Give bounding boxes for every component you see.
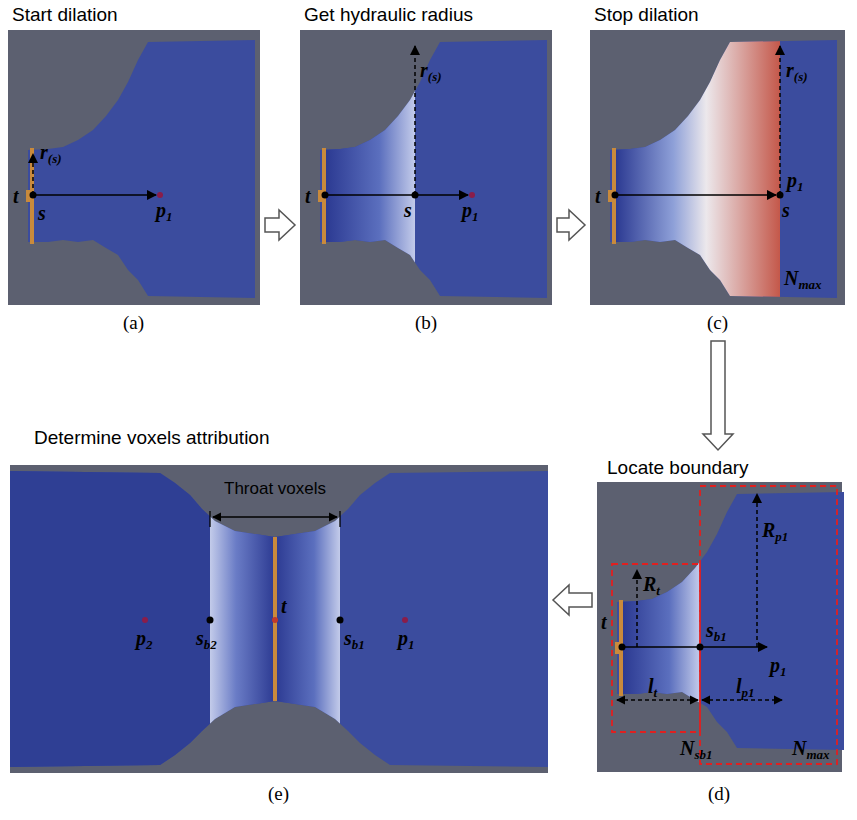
symbol-label: s — [38, 203, 46, 223]
symbol-label: t — [595, 186, 601, 206]
panel-b: Get hydraulic radius (b) — [300, 2, 552, 336]
step-title: Determine voxels attribution — [34, 427, 270, 449]
flow-arrow — [557, 210, 585, 240]
symbol-label: t — [281, 596, 287, 616]
symbol-label: s — [404, 200, 412, 220]
panel-caption: (e) — [268, 783, 289, 805]
symbol-label: Nmax — [784, 268, 822, 291]
step-title: Locate boundary — [607, 457, 749, 479]
step-title: Stop dilation — [594, 4, 699, 26]
panel-e — [10, 465, 548, 773]
flow-arrow — [265, 210, 295, 240]
panel-a — [8, 30, 260, 305]
panel-b — [300, 30, 552, 305]
region-label: Throat voxels — [224, 480, 326, 497]
symbol-label: lt — [648, 676, 657, 699]
panel-caption: (d) — [708, 783, 730, 805]
symbol-label: r(s) — [420, 60, 442, 83]
panel-caption: (c) — [707, 312, 728, 334]
step-title: Get hydraulic radius — [304, 4, 473, 26]
symbol-label: lp1 — [736, 676, 755, 699]
panel-caption: (b) — [415, 312, 437, 334]
symbol-label: p1 — [156, 200, 173, 223]
symbol-label: t — [601, 612, 607, 632]
symbol-label: Nmax — [792, 738, 830, 761]
symbol-label: r(s) — [40, 142, 62, 165]
symbol-label: Rp1 — [762, 520, 788, 543]
symbol-label: t — [305, 186, 311, 206]
symbol-label: t — [13, 186, 19, 206]
symbol-label: p1 — [398, 628, 415, 651]
symbol-label: sb1 — [706, 620, 727, 643]
panel-a: Start dilation (a) — [8, 2, 260, 336]
step-title: Start dilation — [12, 4, 118, 26]
symbol-label: p1 — [462, 200, 479, 223]
panel-caption: (a) — [123, 312, 144, 334]
symbol-label: p1 — [787, 170, 804, 193]
symbol-label: p2 — [136, 628, 153, 651]
symbol-label: r(s) — [786, 60, 808, 83]
symbol-label: sb1 — [344, 628, 365, 651]
flow-arrow — [553, 585, 592, 615]
symbol-label: Nsb1 — [680, 738, 713, 761]
symbol-label: p1 — [770, 655, 787, 678]
symbol-label: sb2 — [196, 628, 217, 651]
panel-d — [597, 482, 844, 772]
symbol-label: s — [782, 200, 790, 220]
symbol-label: Rt — [643, 574, 660, 597]
panel-c — [590, 30, 845, 305]
flow-arrow — [703, 341, 733, 450]
